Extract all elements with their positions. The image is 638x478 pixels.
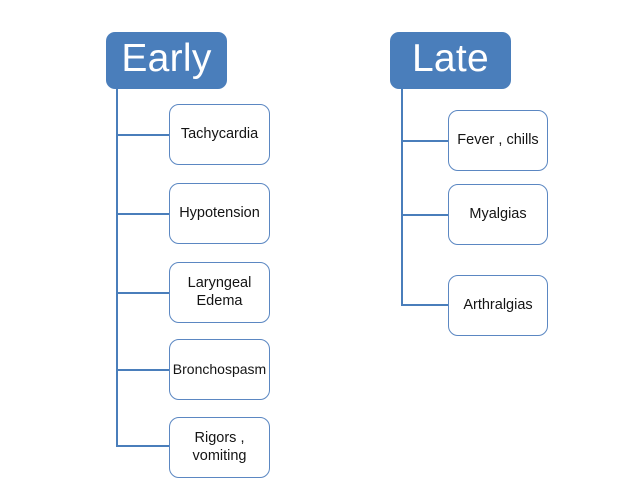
root-box-late[interactable]: Late [390, 32, 511, 89]
root-box-early-label: Early [121, 37, 212, 80]
leaf-box-early-2[interactable]: Hypotension [169, 183, 270, 244]
connector-branch-early-3 [116, 292, 170, 294]
leaf-box-early-3[interactable]: Laryngeal Edema [169, 262, 270, 323]
leaf-box-early-1-label: Tachycardia [180, 125, 259, 142]
leaf-box-early-3-label: Laryngeal Edema [187, 274, 252, 309]
connector-branch-early-2 [116, 213, 170, 215]
connector-branch-early-5 [116, 445, 170, 447]
leaf-box-late-1[interactable]: Fever , chills [448, 110, 548, 171]
leaf-box-late-3[interactable]: Arthralgias [448, 275, 548, 336]
leaf-box-late-1-label: Fever , chills [457, 131, 539, 148]
connector-branch-late-2 [401, 214, 449, 216]
connector-trunk-late [401, 88, 403, 306]
leaf-box-late-3-label: Arthralgias [463, 296, 533, 313]
connector-branch-early-1 [116, 134, 170, 136]
connector-trunk-early [116, 88, 118, 446]
leaf-box-early-5-label: Rigors , vomiting [192, 429, 247, 464]
connector-branch-late-1 [401, 140, 449, 142]
leaf-box-early-5[interactable]: Rigors , vomiting [169, 417, 270, 478]
root-box-early[interactable]: Early [106, 32, 227, 89]
leaf-box-early-4[interactable]: Bronchospasm [169, 339, 270, 400]
leaf-box-early-2-label: Hypotension [179, 204, 260, 221]
leaf-box-late-2[interactable]: Myalgias [448, 184, 548, 245]
root-box-late-label: Late [411, 37, 490, 80]
leaf-box-late-2-label: Myalgias [469, 205, 527, 222]
connector-branch-early-4 [116, 369, 170, 371]
connector-branch-late-3 [401, 304, 449, 306]
leaf-box-early-1[interactable]: Tachycardia [169, 104, 270, 165]
leaf-box-early-4-label: Bronchospasm [172, 360, 267, 377]
